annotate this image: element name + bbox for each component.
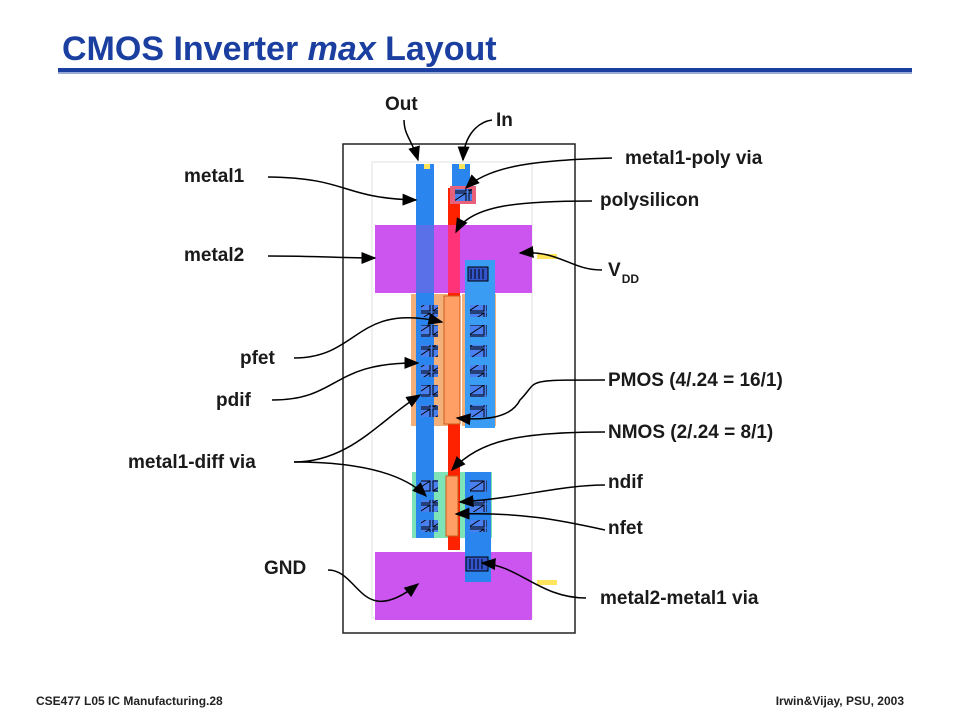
label-metal2-metal1-via: metal2-metal1 via	[600, 588, 759, 609]
arrow-diffvia-1	[293, 394, 422, 463]
pdiff-contacts-left	[421, 305, 438, 417]
label-metal1: metal1	[184, 166, 245, 187]
label-metal1-diff-via: metal1-diff via	[128, 452, 256, 473]
arrow-metal1	[267, 176, 418, 206]
title-emphasis: max	[307, 30, 376, 68]
arrow-nfet	[454, 507, 606, 531]
in-pin-marker	[459, 164, 465, 169]
arrow-ndif	[458, 484, 606, 508]
metal1-out-overlap	[416, 225, 434, 293]
arrow-in	[457, 119, 493, 162]
metal1-poly-via	[455, 189, 472, 201]
label-pdif: pdif	[216, 390, 251, 411]
label-vdd-main: V	[608, 260, 621, 281]
nfet-gate	[445, 475, 459, 537]
label-pmos: PMOS (4/.24 = 16/1)	[608, 370, 783, 391]
arrow-polysilicon	[455, 200, 593, 234]
label-metal2: metal2	[184, 245, 245, 266]
pdiff-contacts-right	[470, 305, 487, 417]
label-out: Out	[385, 94, 418, 115]
label-vdd-sub: DD	[621, 272, 640, 286]
arrow-poly-via	[464, 157, 613, 190]
title-tail: Layout	[375, 30, 497, 68]
footer-course: CSE477 L05 IC Manufacturing.28	[36, 694, 223, 708]
label-in: In	[496, 110, 513, 131]
arrow-vdd	[518, 246, 603, 271]
title-underline-shadow	[58, 72, 912, 74]
arrow-gnd	[327, 569, 420, 602]
title-main: CMOS Inverter	[62, 30, 308, 68]
label-vdd: VDD	[608, 260, 640, 286]
label-ndif: ndif	[608, 472, 643, 493]
arrow-nmos	[450, 431, 606, 472]
poly-under-metal2	[448, 225, 460, 293]
label-pfet: pfet	[240, 348, 275, 369]
arrow-pdif	[271, 356, 420, 401]
label-polysilicon: polysilicon	[600, 190, 700, 211]
label-nfet: nfet	[608, 518, 643, 539]
callout-arrows	[267, 119, 613, 602]
metal1-vdd-strip	[465, 260, 495, 428]
vdd-label-marker	[537, 254, 557, 259]
pfet-gate	[443, 295, 461, 425]
out-pin-marker	[424, 164, 430, 169]
arrow-out	[403, 119, 420, 162]
slide-title: CMOS Inverter max Layout	[62, 30, 497, 69]
arrow-m2m1-via	[480, 558, 587, 599]
gnd-label-marker	[537, 580, 557, 585]
arrow-pmos	[455, 379, 606, 426]
footer-author: Irwin&Vijay, PSU, 2003	[775, 694, 904, 708]
label-nmos: NMOS (2/.24 = 8/1)	[608, 422, 774, 443]
title-underline	[58, 68, 912, 72]
gnd-rail-metal2	[375, 552, 532, 620]
label-gnd: GND	[264, 558, 307, 579]
label-metal1-poly-via: metal1-poly via	[625, 148, 763, 169]
arrow-metal2	[267, 251, 377, 264]
arrow-diffvia-2	[293, 461, 428, 498]
arrow-pfet	[293, 313, 444, 359]
